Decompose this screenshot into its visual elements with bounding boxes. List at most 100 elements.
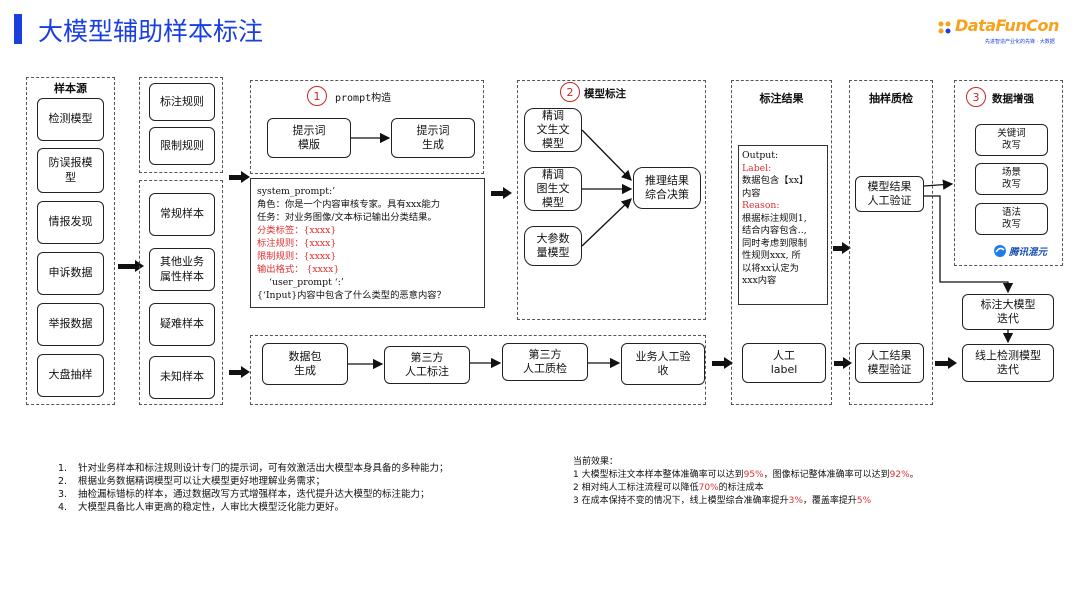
source-panel [26,77,115,405]
model-large: 大参数 量模型 [524,226,582,266]
note-item: 2.根据业务数据精调模型可以让大模型更好地理解业务需求； [58,476,326,487]
arrow-shaft [833,246,843,251]
brand-text: 腾讯混元 [1009,247,1048,258]
effect-text: 2 相对纯人工标注流程可以降低 [573,483,699,493]
pipeline-third-qc: 第三方 人工质检 [502,343,588,381]
effect-text: 的标注成本 [718,483,764,493]
arrow-shaft [229,370,242,375]
rule-restriction: 限制规则 [149,127,215,165]
system-prompt-line: 角色：你是一个内容审核专家。具有xxx能力 [257,199,441,210]
system-prompt-line: 任务：对业务图像/文本标记输出分类结果。 [257,212,437,223]
enhance-scene: 场景 改写 [975,163,1048,195]
result-line: 性规则xxx, 所 [742,250,801,261]
model-image: 精调 图生文 模型 [524,167,582,211]
arrow-head [503,187,512,199]
arrow-shaft [491,191,504,196]
enhance-keyword: 关键词 改写 [975,124,1048,156]
model-panel [517,80,706,320]
inference-decision: 推理结果 综合决策 [633,167,701,209]
system-prompt-line: 标注规则：{xxxx} [257,238,337,249]
effect-item: 2 相对纯人工标注流程可以降低70%的标注成本 [573,482,1063,495]
pipeline-panel [250,335,706,405]
qc-model-verify: 模型结果 人工验证 [855,176,924,212]
hunyuan-icon [994,245,1006,257]
arrow-shaft [118,264,136,269]
result-line: xxx内容 [742,275,777,286]
result-line: Label: [742,162,772,174]
effect-item: 3 在成本保持不变的情况下，线上模型综合准确率提升3%，覆盖率提升5% [573,495,1063,508]
result-line: Reason: [742,200,780,211]
arrow-shaft [712,361,725,366]
effects-title: 当前效果： [573,457,619,467]
logo-text: DataFunCon [955,16,1059,35]
qc-title: 抽样质检 [869,92,913,105]
note-item: 4.大模型具备比人审更高的稳定性，人审比大模型泛化能力更好。 [58,502,345,513]
arrow-head [843,357,852,369]
effect-value: 5% [856,496,872,506]
result-title: 标注结果 [759,92,804,105]
prompt-title: prompt构造 [335,93,392,104]
source-item-anti-false: 防误报模 型 [37,148,104,193]
arrow-shaft [834,361,844,366]
sample-other: 其他业务 属性样本 [149,248,215,291]
pipeline-acceptance: 业务人工验 收 [621,343,705,385]
result-doc: Output: Label: 数据包含【xx】 内容 Reason: 根据标注规… [738,145,828,305]
effect-value: 92% [889,470,910,480]
model-title: 模型标注 [584,88,626,100]
source-item-detect: 检测模型 [37,98,104,141]
prompt-template: 提示词 模版 [267,118,351,158]
note-text: 针对业务样本和标注规则设计专门的提示词，可有效激活出大模型本身具备的多种能力； [78,463,449,474]
result-line: 数据包含【xx】 [742,175,809,186]
arrow-head [241,171,250,183]
system-prompt-line: {‘Input}内容中包含了什么类型的恶意内容？ [257,290,446,301]
page-title: 大模型辅助样本标注 [38,17,264,46]
human-label: 人工 label [742,343,826,383]
system-prompt-line: 限制规则：{xxxx} [257,251,337,262]
logo-icon [938,21,951,34]
model-text: 精调 文生文 模型 [524,108,582,152]
effect-text: ，覆盖率提升 [802,496,857,506]
step-3-badge: 3 [966,87,986,107]
samples-panel [139,180,223,405]
arrow-head [948,357,957,369]
effect-text: 1 大模型标注文本样本整体准确率可以达到 [573,470,744,480]
result-line: 根据标注规则1, [742,212,807,224]
effect-text: 。 [909,470,919,480]
note-item: 3.抽检漏标错标的样本，通过数据改写方式增强样本，迭代提升达大模型的标注能力； [58,489,430,500]
result-line: 以将xx认定为 [742,262,799,274]
source-item-appeal: 申诉数据 [37,252,104,295]
iterate-online-model: 线上检测模型 迭代 [962,344,1054,382]
source-item-sampling: 大盘抽样 [37,354,104,397]
arrow-shaft [229,175,242,180]
title-accent-bar [14,14,22,44]
system-prompt-line: 输出格式： {xxxx} [257,264,340,275]
effect-text: 3 在成本保持不变的情况下，线上模型综合准确率提升 [573,496,789,506]
enhance-title: 数据增强 [992,93,1034,105]
result-panel [731,80,832,405]
note-text: 抽检漏标错标的样本，通过数据改写方式增强样本，迭代提升达大模型的标注能力； [78,489,430,500]
note-item: 1.针对业务样本和标注规则设计专门的提示词，可有效激活出大模型本身具备的多种能力… [58,463,449,474]
logo: DataFunCon 先进智造产业化的先锋 · 大数据 [938,16,1065,52]
sample-unknown: 未知样本 [149,356,215,399]
rule-annotation: 标注规则 [149,83,215,121]
enhance-syntax: 语法 改写 [975,203,1048,235]
arrow-head [842,242,851,254]
system-prompt-line: ‘user_prompt ‘:’ [269,277,344,288]
arrow-head [724,357,733,369]
prompt-panel [250,80,484,174]
source-item-report: 举报数据 [37,303,104,346]
system-prompt-line: system_prompt:’ [257,186,336,197]
note-text: 大模型具备比人审更高的稳定性，人审比大模型泛化能力更好。 [78,502,345,513]
source-title: 样本源 [54,82,87,95]
effect-value: 95% [743,470,764,480]
arrow-head [241,366,250,378]
system-prompt-line: 分类标签：{xxxx} [257,225,337,236]
pipeline-third-label: 第三方 人工标注 [384,346,470,384]
system-prompt-doc: system_prompt:’ 角色：你是一个内容审核专家。具有xxx能力 任务… [250,178,485,308]
sample-hard: 疑难样本 [149,303,215,346]
effects-panel: 当前效果： 1 大模型标注文本样本整体准确率可以达到95%，图像标记整体准确率可… [573,456,1063,508]
note-text: 根据业务数据精调模型可以让大模型更好地理解业务需求； [78,476,326,487]
sample-normal: 常规样本 [149,193,215,236]
effect-text: ，图像标记整体准确率可以达到 [763,470,890,480]
logo-subtitle: 先进智造产业化的先锋 · 大数据 [985,39,1055,45]
